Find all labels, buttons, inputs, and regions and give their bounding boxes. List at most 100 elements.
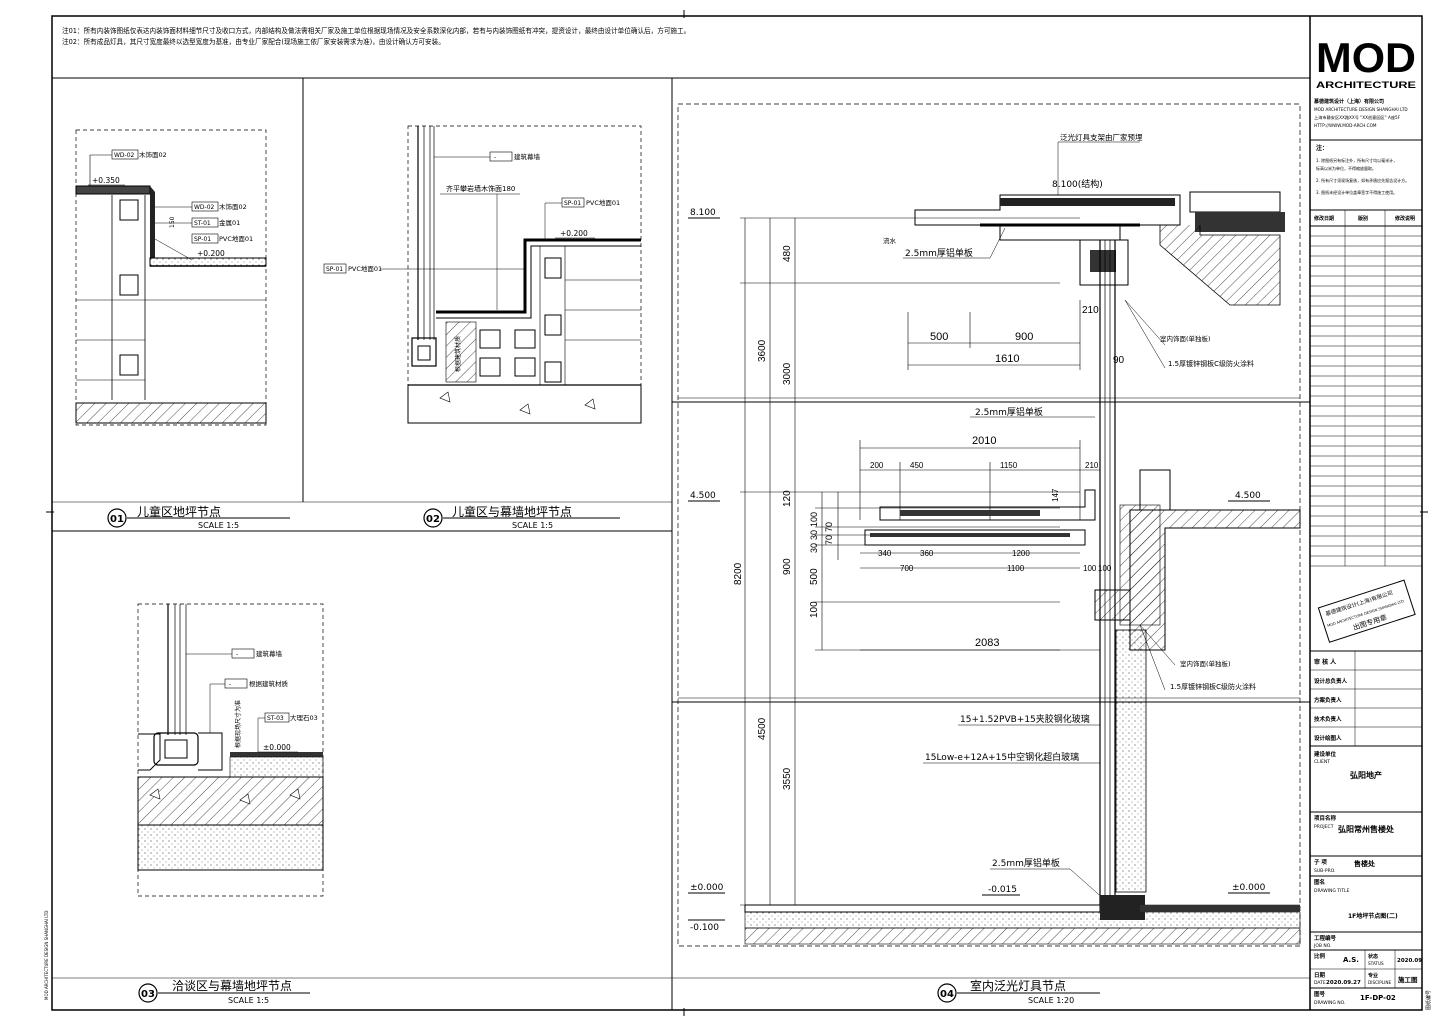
detail-scale-04: SCALE 1:20 [1028, 996, 1074, 1005]
detail-number-02: 02 [426, 514, 440, 525]
d4-dim-340: 340 [878, 549, 892, 558]
tb-note-line-4: 3. 图纸未经设计单位盖章签字不得施工使用。 [1316, 189, 1397, 195]
d4-level-4500: 4.500 [690, 491, 716, 501]
d4-dim-1150: 1150 [1000, 461, 1018, 470]
tb-disc-label: 专业 [1368, 972, 1378, 979]
tb-project: 弘阳常州售楼处 [1338, 824, 1395, 834]
tb-project-en: PROJECT [1314, 824, 1334, 830]
sheet-border [51, 15, 1423, 1011]
d2-vert: 根据建筑材质 [454, 336, 462, 372]
d4-dim-700: 700 [900, 564, 914, 573]
d4-level-0r: ±0.000 [1232, 883, 1266, 893]
tb-company-en: MOD ARCHITECTURE DESIGN SHANGHAI LTD [1314, 107, 1408, 112]
tb-notes-label: 注： [1316, 144, 1328, 152]
d4-dim-900: 900 [782, 558, 793, 575]
tb-web: HTTP://WWW.MOD-ARCH.COM [1314, 123, 1377, 128]
d4-dim-3600: 3600 [757, 339, 768, 362]
d4-dim-70b: 70 [824, 535, 834, 545]
logo-architecture: ARCHITECTURE [1316, 80, 1416, 90]
tb-dtitle-label: 图名 [1314, 878, 1325, 886]
detail-scale-03: SCALE 1:5 [228, 996, 269, 1005]
d4-dim-120: 120 [782, 490, 793, 507]
d4-dim-30a: 30 [809, 530, 819, 540]
tb-job-en: JOB NO. [1313, 943, 1332, 949]
tb-dwg-en: DRAWING NO. [1314, 1000, 1345, 1006]
tb-date-label: 日期 [1314, 971, 1326, 979]
d1-wd02-name: 木饰面02 [219, 202, 247, 211]
d1-st01-name: 金属01 [219, 218, 240, 227]
d4-fire1: 室内饰面(单独板) [1160, 334, 1211, 343]
d4-dim-70a: 70 [824, 522, 834, 532]
d2-level: +0.200 [560, 229, 588, 238]
tb-status-label: 状态 [1368, 953, 1378, 960]
d1-wd02-top-name: 木饰面02 [139, 150, 167, 159]
d4-dim-2083: 2083 [975, 637, 999, 649]
d3-st03-code: ST-03 [267, 715, 284, 722]
d4-level-0: ±0.000 [690, 883, 724, 893]
tb-role-chief: 设计总负责人 [1314, 677, 1348, 685]
d4-dim-360: 360 [920, 549, 934, 558]
tb-job-label: 工程编号 [1314, 934, 1337, 942]
d4-level-8100b: 8.100(结构) [1052, 178, 1103, 190]
detail-title-text-02: 儿童区与幕墙地坪节点 [452, 504, 572, 519]
d4-dim-100b: 100 [809, 601, 820, 618]
tb-rev-version: 版别 [1358, 215, 1368, 222]
d4-dim-500: 500 [809, 568, 820, 585]
detail-03: - 建筑幕墙 - 根据建筑材质 ST-03 大理石03 ±0.000 根据现场尺… [137, 603, 324, 897]
d4-dim-100a: 100 [1083, 564, 1097, 573]
d1-dim: 150 [169, 216, 176, 228]
d3-st03-name: 大理石03 [290, 713, 318, 722]
d4-steel-top: 2.5mm厚铝单板 [905, 247, 973, 259]
d1-st01-code: ST-01 [194, 220, 211, 227]
d4-steel-mid: 2.5mm厚铝单板 [975, 406, 1043, 418]
detail-title-text-04: 室内泛光灯具节点 [970, 978, 1066, 993]
tb-role-tech: 技术负责人 [1314, 715, 1342, 723]
d4-glass2: 15Low-e+12A+15中空钢化超白玻璃 [925, 751, 1079, 763]
tb-rev-date: 修改日期 [1313, 215, 1334, 222]
d2-sp01-code: SP-01 [564, 200, 581, 207]
tb-role-scheme: 方案负责人 [1314, 696, 1342, 704]
left-margin-mark: MOD ARCHITECTURE DESIGN SHANGHAI LTD [44, 911, 49, 1000]
d4-fire2: 1.5厚镀锌钢板C级防火涂料 [1168, 359, 1254, 368]
detail-title-02: 02 儿童区与幕墙地坪节点 SCALE 1:5 [423, 504, 620, 530]
tb-address: 上海市静安区XX路XX号 "XX创意园区" A座5F [1314, 114, 1401, 121]
d4-dim-450: 450 [910, 461, 924, 470]
d1-sp01-code: SP-01 [194, 236, 211, 243]
logo-mod: MOD [1316, 34, 1416, 81]
tb-note-line-1: 1. 除图纸另有标注外，所有尺寸均以毫米计， [1316, 157, 1397, 163]
detail-04: 8.100 4.500 4.500 ±0.000 ±0.000 -0.015 -… [672, 103, 1310, 947]
tb-role-reviewer: 审 核 人 [1314, 658, 1337, 666]
d3-material: 根据建筑材质 [249, 679, 289, 688]
d1-sp01-name: PVC地面01 [219, 234, 253, 243]
tb-rev-desc: 修改说明 [1394, 215, 1415, 222]
d4-level-100: -0.100 [690, 923, 719, 933]
tb-note-line-3: 2. 所有尺寸须现场复核，如有矛盾应先报告设计方。 [1316, 177, 1409, 183]
d1-wd02-code: WD-02 [194, 204, 215, 211]
d3-vert: 根据现场尺寸为准 [234, 700, 242, 748]
seal-stamp: 慕德建筑设计(上海)有限公司 MOD ARCHITECTURE DESIGN S… [1317, 579, 1416, 643]
d2-sp01b-code: SP-01 [326, 266, 343, 273]
detail-02: 根据建筑材质 - 建筑幕墙 齐平攀岩墙木饰面180 SP-01 PVC地面01 … [323, 125, 642, 424]
note-2: 注02：所有成品灯具，其尺寸宽度最终以选型宽度为基准，由专业厂家配合(现场施工依… [62, 37, 445, 46]
tb-client-en: CLIENT [1314, 759, 1330, 765]
tb-company: 慕德建筑设计（上海）有限公司 [1313, 98, 1384, 105]
tb-client: 弘阳地产 [1350, 770, 1382, 780]
tb-sub-en: SUB-PRO. [1314, 868, 1336, 874]
d4-fire4: 1.5厚镀锌钢板C级防火涂料 [1170, 682, 1256, 691]
detail-title-text-03: 洽谈区与幕墙地坪节点 [172, 979, 292, 993]
tb-dwg-label: 图号 [1314, 990, 1326, 998]
d4-level-4500r: 4.500 [1235, 491, 1261, 501]
d4-glass1: 15+1.52PVB+15夹胶钢化玻璃 [960, 713, 1090, 725]
d4-level-8100: 8.100 [690, 208, 716, 218]
tb-scale: A.S. [1343, 956, 1359, 964]
tb-role-drafter: 设计绘图人 [1314, 734, 1342, 742]
tb-disc-en: DISCIPLINE [1368, 980, 1392, 985]
tb-status: 2020.09 [1397, 958, 1422, 964]
detail-scale-01: SCALE 1:5 [198, 521, 239, 530]
d3-level: ±0.000 [263, 743, 291, 752]
tb-dtitle: 1F地坪节点图(二) [1348, 912, 1398, 920]
tb-date-en: DATE [1314, 980, 1326, 986]
d4-dim-4500: 4500 [757, 717, 768, 740]
d4-steel-bottom: 2.5mm厚铝单板 [992, 857, 1060, 869]
